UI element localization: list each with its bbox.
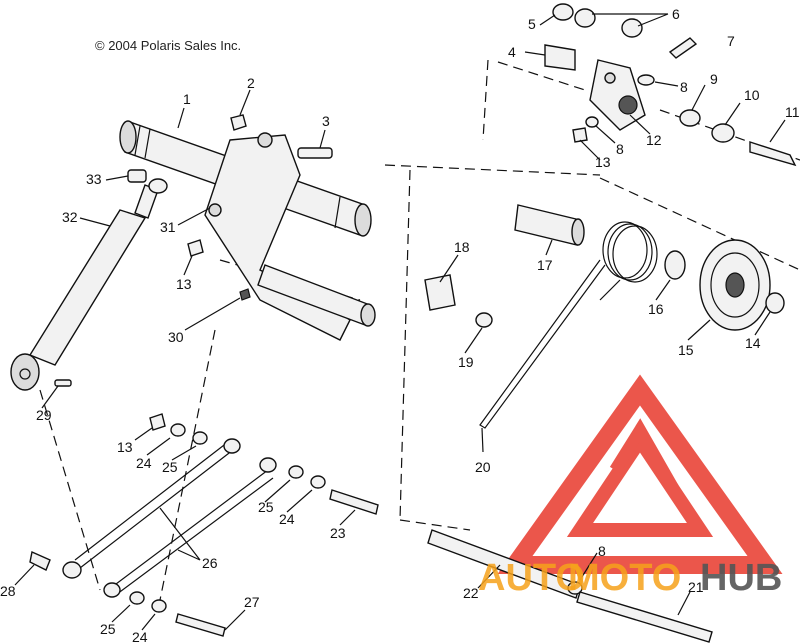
bushing-25-a bbox=[192, 431, 208, 445]
pin-29 bbox=[54, 379, 72, 387]
callout-22: 22 bbox=[463, 585, 479, 601]
callout-4: 4 bbox=[508, 44, 516, 60]
callout-27: 27 bbox=[244, 594, 260, 610]
callout-6: 6 bbox=[672, 6, 680, 22]
nut-13-top bbox=[572, 127, 588, 143]
watermark-text: AUTO MOTO HUB bbox=[478, 557, 782, 599]
callout-8-top: 8 bbox=[680, 79, 688, 95]
callout-labels: 1 2 3 4 5 6 7 8 9 10 11 12 13 8 33 32 31… bbox=[0, 6, 800, 644]
callout-33: 33 bbox=[86, 171, 102, 187]
callout-25-c: 25 bbox=[100, 621, 116, 637]
washer-16 bbox=[664, 250, 686, 280]
leader-lines bbox=[14, 13, 786, 631]
bushing-25-c bbox=[129, 591, 145, 605]
copyright-notice: © 2004 Polaris Sales Inc. bbox=[95, 38, 242, 53]
callout-7: 7 bbox=[727, 33, 735, 49]
callout-25-a: 25 bbox=[162, 459, 178, 475]
callout-12: 12 bbox=[646, 132, 662, 148]
shaft-22 bbox=[427, 529, 581, 599]
lower-links-26 bbox=[62, 438, 277, 598]
callout-8-mid: 8 bbox=[616, 141, 624, 157]
watermark-logo bbox=[497, 374, 783, 574]
bushing-4 bbox=[544, 44, 576, 71]
washer-9 bbox=[679, 109, 701, 127]
callout-3: 3 bbox=[322, 113, 330, 129]
callout-24-c: 24 bbox=[132, 629, 148, 644]
callout-30: 30 bbox=[168, 329, 184, 345]
washer-8-bottom bbox=[567, 581, 583, 595]
bushing-25-b bbox=[288, 465, 304, 479]
shaft-21 bbox=[576, 591, 713, 643]
washer-24-b bbox=[310, 475, 326, 489]
callout-18: 18 bbox=[454, 239, 470, 255]
nut-30 bbox=[239, 288, 251, 301]
watermark-hub: HUB bbox=[700, 557, 782, 599]
watermark-auto: AUTO bbox=[478, 557, 585, 599]
idler-arm-12 bbox=[589, 59, 646, 131]
bushing-6a bbox=[574, 8, 596, 28]
callout-20: 20 bbox=[475, 459, 491, 475]
washer-19 bbox=[475, 312, 493, 328]
callout-28: 28 bbox=[0, 583, 16, 599]
bolt-27 bbox=[175, 613, 226, 637]
block-18 bbox=[424, 274, 456, 311]
nut-13-left bbox=[187, 239, 204, 257]
bolt-23 bbox=[329, 489, 379, 515]
callout-24-b: 24 bbox=[279, 511, 295, 527]
torsion-spring-20 bbox=[479, 221, 658, 429]
callout-32: 32 bbox=[62, 209, 78, 225]
watermark-moto: MOTO bbox=[568, 557, 681, 599]
idler-wheel-15 bbox=[699, 239, 771, 331]
callout-5: 5 bbox=[528, 16, 536, 32]
washer-8-mid bbox=[585, 116, 599, 128]
bolt-3 bbox=[297, 147, 333, 159]
callout-17: 17 bbox=[537, 257, 553, 273]
callout-10: 10 bbox=[744, 87, 760, 103]
callout-13-left: 13 bbox=[176, 276, 192, 292]
bushing-33 bbox=[127, 169, 147, 183]
callout-16: 16 bbox=[648, 301, 664, 317]
callout-24-a: 24 bbox=[136, 455, 152, 471]
washer-5 bbox=[552, 3, 574, 21]
callout-31: 31 bbox=[160, 219, 176, 235]
bushing-17 bbox=[514, 204, 581, 246]
washer-10 bbox=[711, 123, 735, 143]
washer-24-a bbox=[170, 423, 186, 437]
washer-33 bbox=[148, 178, 168, 194]
callout-23: 23 bbox=[330, 525, 346, 541]
callout-25-b: 25 bbox=[258, 499, 274, 515]
washer-24-c bbox=[151, 599, 167, 613]
callout-2: 2 bbox=[247, 75, 255, 91]
callout-19: 19 bbox=[458, 354, 474, 370]
washer-14 bbox=[765, 292, 785, 314]
bolt-7 bbox=[668, 37, 698, 59]
callout-14: 14 bbox=[745, 335, 761, 351]
lower-tube bbox=[257, 264, 376, 327]
callout-15: 15 bbox=[678, 342, 694, 358]
callout-21: 21 bbox=[688, 579, 704, 595]
callout-13-lower: 13 bbox=[117, 439, 133, 455]
callout-1: 1 bbox=[183, 91, 191, 107]
nut-13-lower bbox=[149, 413, 166, 431]
callout-26: 26 bbox=[202, 555, 218, 571]
bolt-11 bbox=[749, 141, 797, 167]
washer-8-top bbox=[637, 74, 655, 86]
callout-29: 29 bbox=[36, 407, 52, 423]
bushing-6b bbox=[621, 18, 643, 38]
nut-2 bbox=[230, 114, 247, 131]
callout-9: 9 bbox=[710, 71, 718, 87]
callout-13-top: 13 bbox=[595, 154, 611, 170]
shock-absorber bbox=[10, 184, 159, 391]
callout-11: 11 bbox=[785, 104, 800, 120]
callout-8-bottom: 8 bbox=[598, 543, 606, 559]
bushing-28 bbox=[29, 551, 51, 571]
